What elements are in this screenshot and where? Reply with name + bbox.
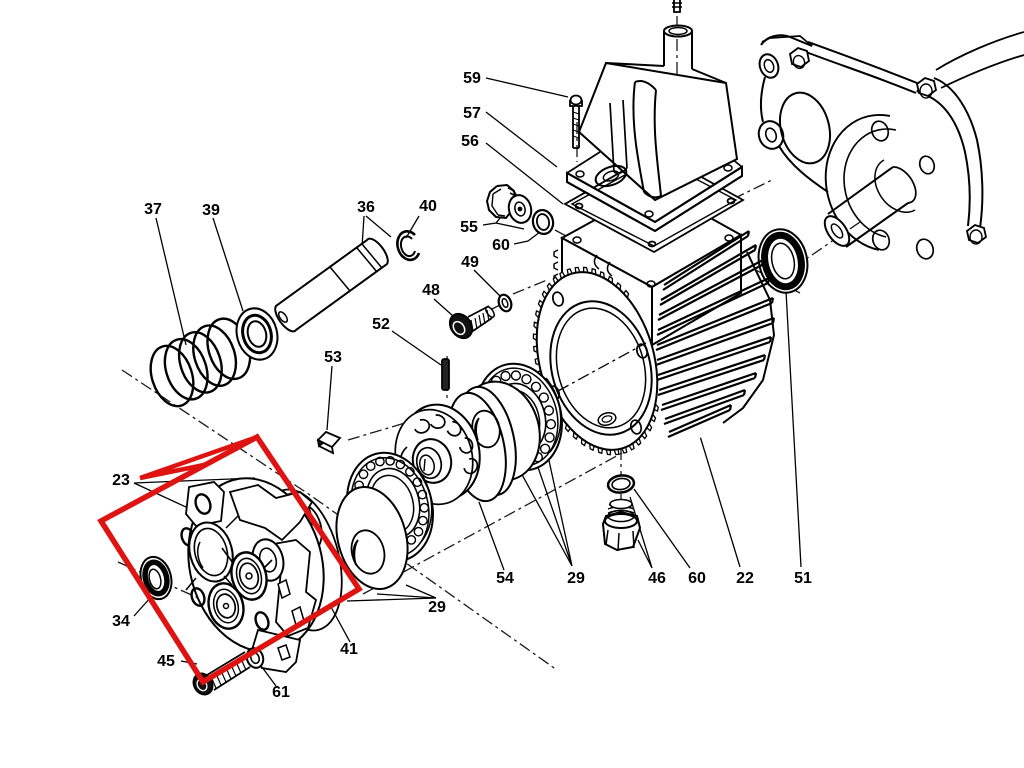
svg-text:22: 22	[736, 570, 754, 587]
svg-text:49: 49	[461, 254, 479, 271]
svg-text:53: 53	[324, 349, 342, 366]
svg-text:39: 39	[202, 202, 220, 219]
svg-text:46: 46	[648, 570, 666, 587]
svg-text:37: 37	[144, 201, 162, 218]
svg-text:59: 59	[463, 70, 481, 87]
svg-text:29: 29	[428, 599, 446, 616]
svg-text:55: 55	[460, 219, 478, 236]
svg-text:48: 48	[422, 282, 440, 299]
svg-text:57: 57	[463, 105, 481, 122]
svg-text:52: 52	[372, 316, 390, 333]
svg-text:29: 29	[567, 570, 585, 587]
svg-text:40: 40	[419, 198, 437, 215]
svg-text:61: 61	[272, 684, 290, 701]
svg-text:60: 60	[688, 570, 706, 587]
svg-text:36: 36	[357, 199, 375, 216]
svg-text:60: 60	[492, 237, 510, 254]
svg-text:23: 23	[112, 472, 130, 489]
svg-text:41: 41	[340, 641, 358, 658]
svg-text:54: 54	[496, 570, 514, 587]
svg-text:51: 51	[794, 570, 812, 587]
svg-text:56: 56	[461, 133, 479, 150]
svg-text:34: 34	[112, 613, 130, 630]
svg-text:45: 45	[157, 653, 175, 670]
